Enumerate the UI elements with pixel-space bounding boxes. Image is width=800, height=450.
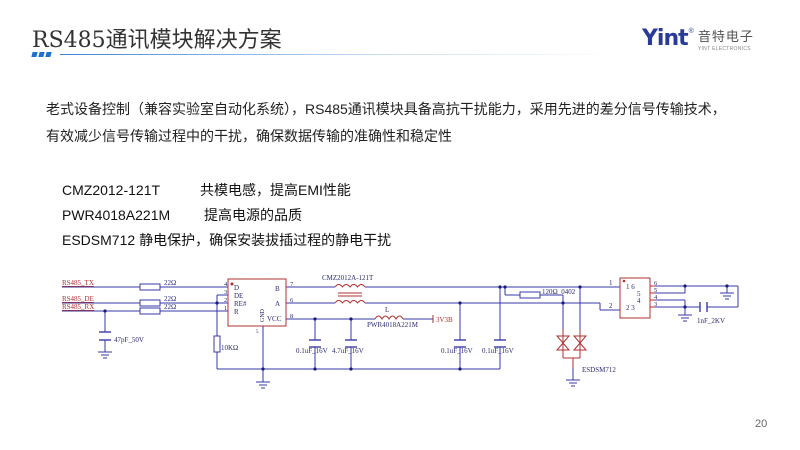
ic-pin-de: DE xyxy=(234,292,243,300)
page-number: 20 xyxy=(755,418,768,430)
ic-pin-r: R xyxy=(234,308,239,316)
component-description: 共模电感，提高EMI性能 xyxy=(200,182,351,198)
connector-pin-label: 2 xyxy=(609,302,613,310)
termination-value: 120Ω_0402 xyxy=(542,288,576,296)
ground-icon xyxy=(678,314,692,322)
inductor-part: PWR4018A221M xyxy=(367,321,419,329)
resistor-de xyxy=(139,299,161,307)
title-accent-bars xyxy=(31,52,52,57)
resistor-pullup xyxy=(213,335,221,353)
ic-pin-gnd: GND xyxy=(260,308,266,322)
resistor-rx xyxy=(139,307,161,315)
component-part: CMZ2012-121T xyxy=(62,182,161,198)
cap-value: 0.1uF_16V xyxy=(482,347,514,355)
company-logo: Yint ® 音特电子 YINT ELECTRONICS xyxy=(642,26,754,53)
cap-value: 0.1uF_16V xyxy=(441,347,473,355)
title-underline xyxy=(60,54,620,55)
connector-pin-number: 6 xyxy=(654,280,658,287)
ic-pin-b: B xyxy=(275,285,280,293)
connector xyxy=(619,277,655,319)
logo-company-en: YINT ELECTRONICS xyxy=(697,46,751,52)
component-item: PWR4018A221M 提高电源的品质 xyxy=(62,203,391,228)
component-part: PWR4018A221M xyxy=(62,207,171,223)
series-resistors xyxy=(139,283,541,353)
ground-icon xyxy=(98,351,112,359)
pin-number: 1 xyxy=(224,305,227,312)
resistor-termination xyxy=(519,291,541,299)
resistor-value: 22Ω xyxy=(164,295,176,303)
connector-inner-label: 2 3 xyxy=(626,304,635,312)
connector-inner-label: 4 xyxy=(637,297,641,305)
resistor-value: 22Ω xyxy=(164,279,176,287)
rs485-schematic: D DE RE# R B A VCC 4 3 2 1 7 6 8 GND 5 xyxy=(62,274,739,389)
net-label-de: RS485_DE xyxy=(62,295,94,303)
pullup-value: 10KΩ xyxy=(221,344,238,352)
cap-value: 4.7uF_16V xyxy=(332,347,364,355)
component-description: 静电保护，确保安装拔插过程的静电干扰 xyxy=(139,232,392,248)
shield-cap-value: 1nF_2KV xyxy=(697,317,725,325)
resistor-value: 22Ω xyxy=(164,303,176,311)
pin-number: 8 xyxy=(290,313,293,320)
ground-icon xyxy=(720,292,734,300)
choke-part: CMZ2012A-121T xyxy=(322,274,374,282)
component-description: 提高电源的品质 xyxy=(204,207,302,223)
inductor-ref: L xyxy=(385,306,389,314)
esd-diodes xyxy=(555,330,588,368)
power-net-label: 3V3B xyxy=(436,316,453,324)
ic-pin-d: D xyxy=(234,284,239,292)
connector-pin-label: 1 xyxy=(609,279,613,287)
cap-value: 0.1uF_16V xyxy=(296,347,328,355)
connector-pin-number: 5 xyxy=(654,287,657,294)
intro-line: 老式设备控制（兼容实验室自动化系统），RS485通讯模块具备高抗干扰能力，采用先… xyxy=(46,101,726,117)
net-label-tx: RS485_TX xyxy=(62,279,94,287)
rx-cap-value: 47pF_50V xyxy=(114,336,144,344)
pin-number: 7 xyxy=(290,281,294,288)
pin-number: 3 xyxy=(224,289,227,296)
component-part: ESDSM712 xyxy=(62,232,136,248)
ic-pin-vcc: VCC xyxy=(267,315,282,323)
ground-icon xyxy=(256,381,270,389)
logo-mark: Yint xyxy=(642,26,689,51)
esd-part-label: ESDSM712 xyxy=(582,366,616,374)
page-title: RS485通讯模块解决方案 xyxy=(32,28,282,53)
ic-pin-re: RE# xyxy=(234,300,247,308)
common-mode-choke xyxy=(334,284,366,304)
pin-number: 6 xyxy=(290,297,294,304)
connector-inner-label: 5 xyxy=(637,290,641,298)
power-inductor xyxy=(374,315,434,323)
resistor-tx xyxy=(139,283,161,291)
ic-pin-a: A xyxy=(275,300,280,308)
registered-icon: ® xyxy=(688,27,694,35)
capacitors xyxy=(99,302,708,348)
intro-paragraph: 老式设备控制（兼容实验室自动化系统），RS485通讯模块具备高抗干扰能力，采用先… xyxy=(46,96,786,150)
pin-number: 5 xyxy=(256,330,259,335)
connector-pin-number: 4 xyxy=(654,294,658,301)
connector-inner-label: 1 6 xyxy=(626,283,635,291)
ground-icon xyxy=(566,379,580,387)
net-label-rx: RS485_RX xyxy=(62,303,94,311)
junctions xyxy=(103,284,729,371)
pin-number: 4 xyxy=(224,281,228,288)
component-item: CMZ2012-121T 共模电感，提高EMI性能 xyxy=(62,178,391,203)
connector-pin-number: 3 xyxy=(654,301,657,308)
logo-company-cn: 音特电子 xyxy=(697,29,754,44)
ground-icons xyxy=(98,292,734,389)
transceiver-ic xyxy=(227,278,287,333)
intro-line: 有效减少信号传输过程中的干扰，确保数据传输的准确性和稳定性 xyxy=(46,128,452,144)
component-list: CMZ2012-121T 共模电感，提高EMI性能 PWR4018A221M 提高电… xyxy=(62,178,391,253)
pin-number: 2 xyxy=(224,297,227,304)
